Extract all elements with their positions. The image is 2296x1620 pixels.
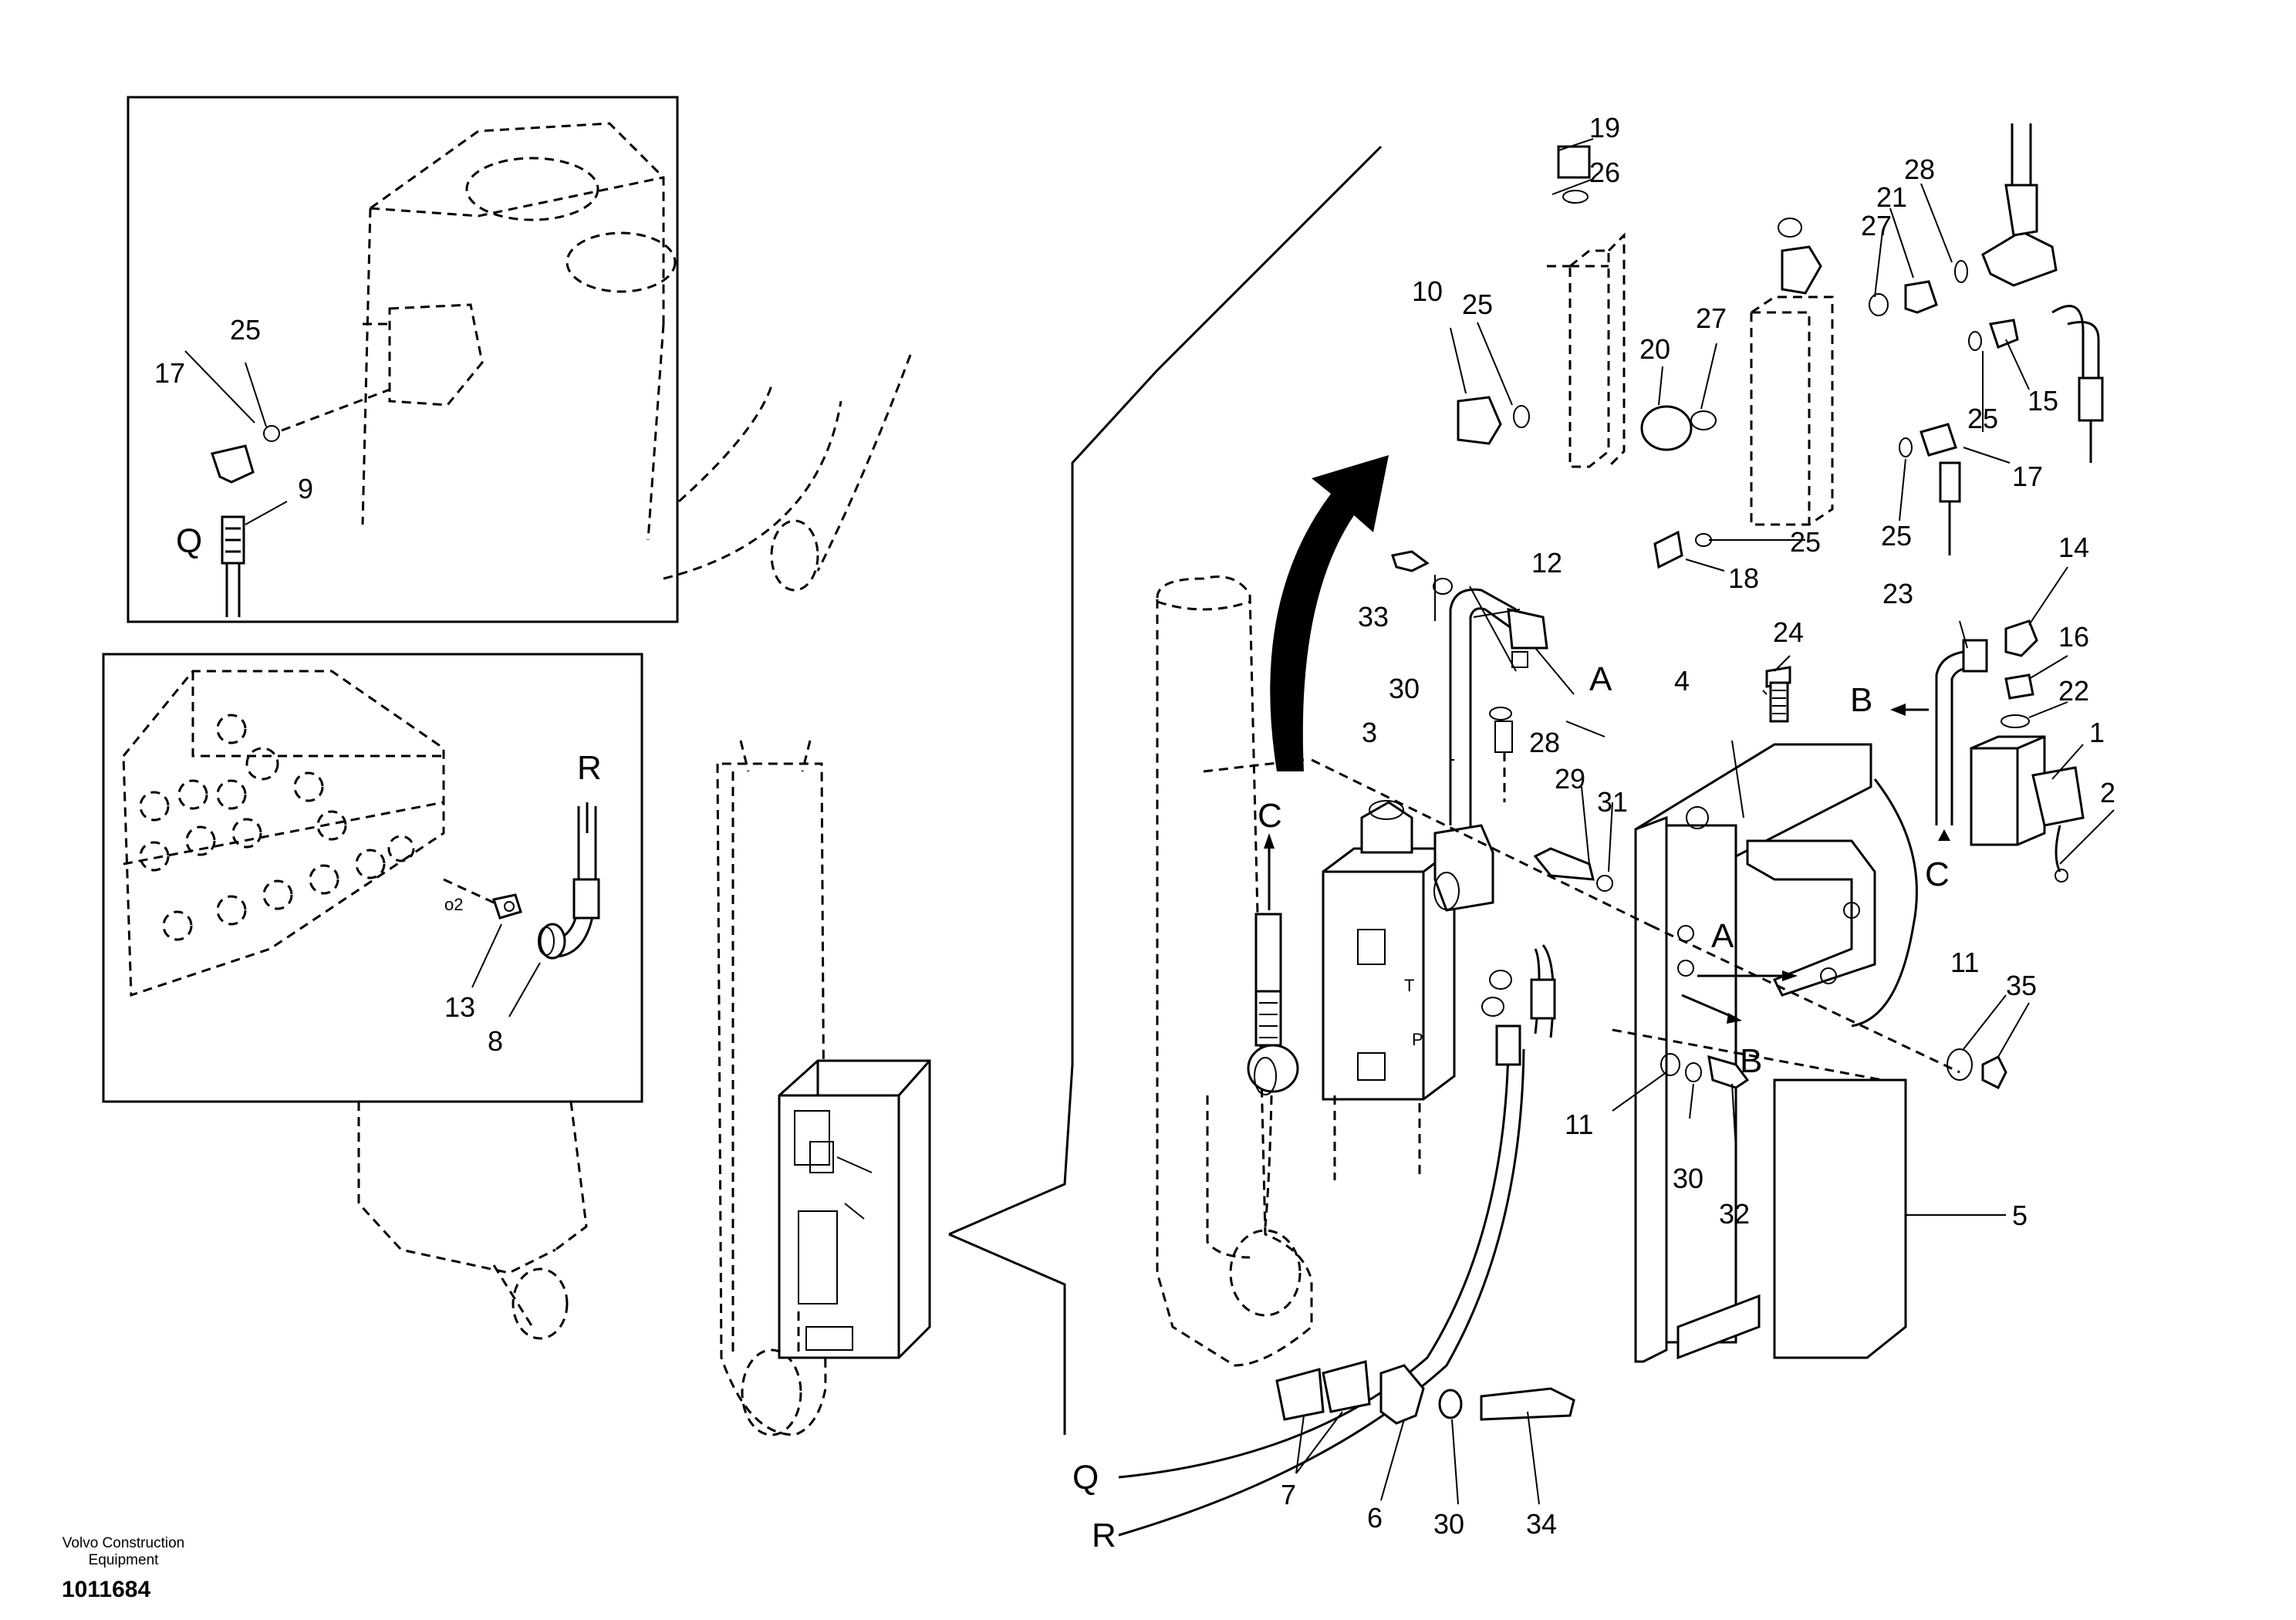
callout-29: 29 xyxy=(1555,763,1585,795)
callout-25: 25 xyxy=(1462,289,1493,320)
letter-r-hose: R xyxy=(1092,1517,1116,1554)
callout-27: 27 xyxy=(1861,210,1892,241)
callout-32: 32 xyxy=(1719,1198,1750,1230)
callout-25: 25 xyxy=(230,314,261,346)
callout-5: 5 xyxy=(2012,1200,2028,1231)
callout-23: 23 xyxy=(1882,578,1913,609)
callout-25: 25 xyxy=(1790,526,1821,558)
hose-c-left xyxy=(1247,833,1299,1095)
callout-22: 22 xyxy=(2058,675,2089,707)
callout-25: 25 xyxy=(1881,520,1912,552)
callout-2: 2 xyxy=(2100,777,2115,808)
callout-20: 20 xyxy=(1639,333,1670,365)
port-label-t: T xyxy=(1404,976,1414,995)
callout-27: 27 xyxy=(1696,302,1727,334)
letter-b: B xyxy=(1850,681,1872,719)
pipe-assembly-3 xyxy=(1433,588,1548,912)
callout-8: 8 xyxy=(488,1025,503,1057)
callout-35: 35 xyxy=(2006,970,2037,1001)
letter-a: A xyxy=(1589,660,1612,698)
hose-r-elbow-8 xyxy=(538,802,600,960)
letter-c: C xyxy=(1258,797,1282,835)
drawing-number: 1011684 xyxy=(62,1577,151,1602)
valve-block-top-right xyxy=(1750,218,1834,526)
hose-q-top xyxy=(221,515,245,617)
callout-19: 19 xyxy=(1589,112,1620,143)
callout-30: 30 xyxy=(1389,673,1420,704)
callout-15: 15 xyxy=(2028,385,2058,417)
detail-inset-top: 25 17 9 Q xyxy=(127,96,679,623)
fittings-21-27-28 xyxy=(1869,123,2058,316)
boom-casting-outline xyxy=(361,122,677,541)
valve-block-center xyxy=(1322,800,1456,1180)
callout-7: 7 xyxy=(1281,1479,1296,1510)
letter-r: R xyxy=(577,749,602,787)
letter-q: Q xyxy=(176,522,202,560)
callout-26: 26 xyxy=(1589,157,1620,188)
callout-30: 30 xyxy=(1673,1163,1703,1194)
plug-18 xyxy=(1653,530,1712,569)
fasteners xyxy=(1275,550,2007,1425)
letter-a: A xyxy=(1711,917,1734,955)
callout-12: 12 xyxy=(1531,547,1562,579)
valve-block-top-left xyxy=(1547,145,1717,468)
callout-28: 28 xyxy=(1904,154,1935,185)
letter-c: C xyxy=(1925,856,1950,893)
hose-23-fittings xyxy=(1935,619,2038,728)
hoses-q-r xyxy=(1118,944,1556,1537)
callout-11: 11 xyxy=(1950,947,1979,978)
mounting-bracket-4-5 xyxy=(1634,743,1918,1363)
callout-11: 11 xyxy=(1565,1109,1593,1140)
callout-17: 17 xyxy=(2012,461,2043,492)
callout-14: 14 xyxy=(2058,532,2089,563)
callout-18: 18 xyxy=(1728,562,1759,594)
callout-24: 24 xyxy=(1773,616,1804,648)
port-label-o2: o2 xyxy=(444,895,463,914)
callout-21: 21 xyxy=(1876,181,1907,213)
port-label-p: P xyxy=(1412,1030,1423,1049)
callout-16: 16 xyxy=(2058,621,2089,653)
company-name: Volvo Construction Equipment xyxy=(62,1535,185,1568)
rotation-arrow xyxy=(1270,455,1389,771)
callout-17: 17 xyxy=(154,357,185,389)
callout-31: 31 xyxy=(1597,786,1628,818)
hose-15-17-right xyxy=(1899,305,2104,555)
callout-3: 3 xyxy=(1362,717,1377,748)
detail-inset-valve-bank: R o2 13 8 xyxy=(102,653,643,1103)
callout-10: 10 xyxy=(1412,275,1443,307)
solenoid-valve-1 xyxy=(1890,704,2085,883)
tee-fitting-13 xyxy=(443,878,522,920)
letter-q-hose: Q xyxy=(1072,1459,1099,1497)
leader-lines xyxy=(1295,138,2115,1505)
callout-13: 13 xyxy=(444,991,475,1023)
elbow-fitting-17 xyxy=(211,388,390,484)
elbow-fitting-10 xyxy=(1457,396,1530,445)
letter-b: B xyxy=(1740,1042,1762,1080)
callout-4: 4 xyxy=(1674,665,1690,697)
callout-34: 34 xyxy=(1526,1508,1557,1540)
callout-9: 9 xyxy=(298,473,313,505)
callout-28: 28 xyxy=(1529,727,1560,758)
callout-33: 33 xyxy=(1358,601,1389,633)
valve-box-mounted xyxy=(778,1059,931,1359)
callout-25: 25 xyxy=(1967,403,1998,434)
callout-30: 30 xyxy=(1433,1508,1464,1540)
callout-1: 1 xyxy=(2089,717,2105,748)
assembly-centerlines xyxy=(1203,758,1960,1082)
callout-6: 6 xyxy=(1367,1502,1383,1534)
boom-outline xyxy=(357,354,912,1436)
control-valve-bank-outline xyxy=(122,670,445,997)
